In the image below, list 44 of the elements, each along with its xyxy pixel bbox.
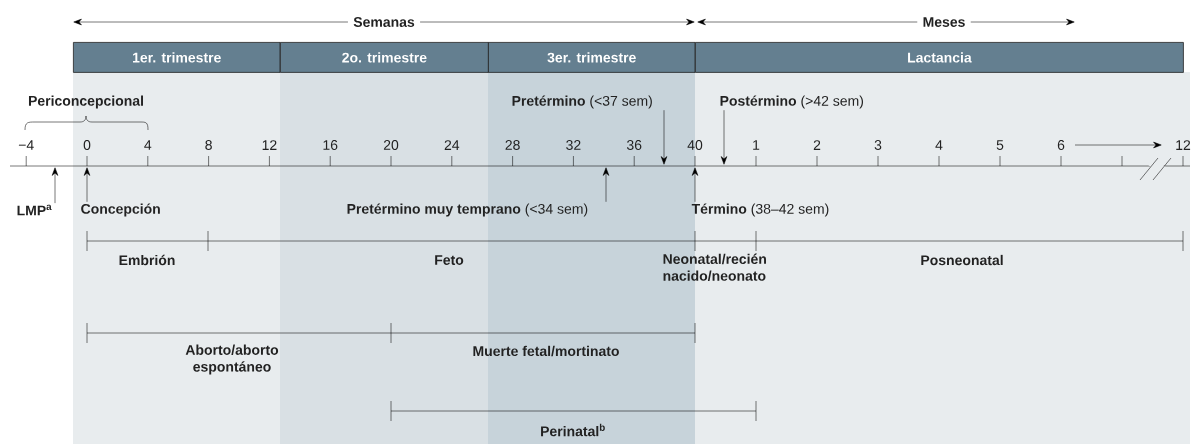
period-label: Muerte fetal/mortinato [473, 345, 619, 357]
period-label: Periconcepcional [29, 95, 143, 109]
period-label: Aborto/aborto espontáneo [185, 344, 279, 375]
tick-label: 2 [813, 140, 821, 150]
phase-band: 1er. trimestre [73, 42, 281, 73]
tick-label: 4 [144, 140, 152, 150]
tick-label: 12 [262, 140, 277, 150]
tick-label: 32 [566, 140, 581, 150]
arrow [83, 167, 91, 203]
period-label: Feto [435, 255, 464, 265]
arrow [602, 167, 610, 203]
tick-label: 4 [935, 140, 943, 150]
arrow [691, 167, 699, 203]
tick-label: 36 [626, 140, 642, 150]
arrow [720, 109, 728, 165]
axis-title: Meses [917, 15, 971, 29]
phase-band: 3er. trimestre [488, 42, 696, 73]
period-label: Neonatal/recién nacido/neonato [663, 253, 766, 281]
period-label: Embrión [119, 254, 175, 266]
callout-text: Postérmino (>42 sem) [720, 95, 863, 109]
tick-label: 8 [205, 140, 212, 150]
tick-label: 6 [1057, 140, 1065, 150]
callout-text: Concepción [81, 203, 160, 217]
callout-text: Pretérmino muy temprano (<34 sem) [347, 203, 588, 217]
tick-label: 16 [323, 140, 338, 150]
tick-label: 20 [383, 140, 399, 150]
period-label: Posneonatal [921, 254, 1003, 266]
period-label: Perinatal$^{b}$ [541, 423, 605, 437]
phase-band: 2o. trimestre [280, 42, 489, 73]
tick-label: 12 [1176, 140, 1191, 150]
tick-label: 24 [444, 140, 460, 150]
arrow [51, 167, 59, 204]
tick-label: 3 [874, 140, 882, 150]
arrow [660, 109, 668, 165]
tick-label: 40 [687, 140, 703, 150]
callout-text: Pretérmino (<37 sem) [512, 95, 652, 109]
axis-title: Semanas [347, 15, 421, 29]
tick-label: 5 [996, 140, 1004, 150]
tick-label: 1 [753, 140, 760, 150]
tick-label: 0 [83, 140, 91, 150]
tick-label: 28 [505, 140, 520, 150]
callout-text: LMP$^{a}$ [17, 204, 52, 216]
callout-text: Término (38–42 sem) [691, 203, 829, 217]
tick-label: −4 [18, 140, 34, 150]
